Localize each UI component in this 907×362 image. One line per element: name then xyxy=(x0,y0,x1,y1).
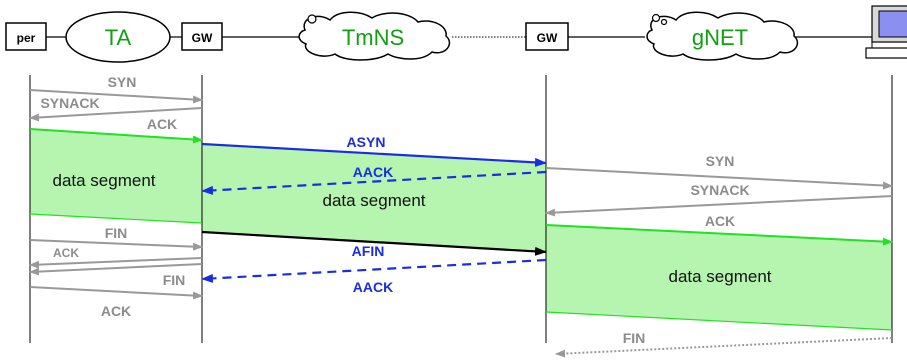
label-left-synack: SYNACK xyxy=(40,95,99,111)
gnet-cloud xyxy=(646,11,799,61)
arrow-mid-asyn xyxy=(201,142,547,167)
left-segment-bottom-edge xyxy=(29,213,203,224)
label-left-fin2: FIN xyxy=(163,272,186,288)
label-left-syn: SYN xyxy=(108,74,137,90)
arrow-mid-aack1 xyxy=(201,170,547,195)
label-mid-aack2: AACK xyxy=(353,279,393,295)
right-segment-label: data segment xyxy=(668,267,771,286)
tmns-label: TmNS xyxy=(342,25,404,50)
left-segment-label: data segment xyxy=(52,171,155,190)
arrow-left-fin2 xyxy=(29,286,203,300)
middle-handshake: ASYN AACK data segment AFIN AACK xyxy=(201,134,547,295)
arrow-mid-aack2 xyxy=(201,258,547,283)
arrow-right-synack xyxy=(545,195,893,217)
gw-right-box xyxy=(525,22,569,51)
gnet-label: gNET xyxy=(692,25,748,50)
arrow-right-syn xyxy=(545,167,893,190)
label-left-ack2: ACK xyxy=(53,246,79,260)
arrow-left-fin1 xyxy=(29,239,203,251)
label-mid-afin: AFIN xyxy=(352,243,385,259)
arrow-right-ack xyxy=(545,224,893,246)
data-segment-regions xyxy=(30,129,892,330)
arrow-left-syn xyxy=(29,89,203,104)
left-teardown: FIN ACK FIN ACK xyxy=(29,225,203,319)
computer-icon xyxy=(865,5,907,59)
middle-segment-label: data segment xyxy=(322,191,425,210)
left-segment-region xyxy=(30,129,202,223)
arrow-left-ack2 xyxy=(29,257,203,269)
arrow-mid-afin xyxy=(201,230,547,256)
right-handshake: SYN SYNACK ACK data segment FIN xyxy=(545,153,893,358)
arrow-left-synack xyxy=(29,107,203,122)
right-segment-bottom-edge xyxy=(545,311,893,331)
arrow-right-fin xyxy=(555,337,893,358)
middle-segment-region xyxy=(202,144,546,252)
topology-bar: per TA GW TmNS GW gNET xyxy=(5,5,907,63)
per-label: per xyxy=(17,31,36,45)
left-handshake: SYN SYNACK ACK data segment xyxy=(29,74,203,224)
tmns-cloud xyxy=(298,11,451,61)
gnet-cloud-bubble-1 xyxy=(651,13,661,23)
label-mid-aack1: AACK xyxy=(353,164,393,180)
gnet-cloud-bubble-2 xyxy=(660,18,668,26)
label-right-ack: ACK xyxy=(705,213,735,229)
label-left-fin1: FIN xyxy=(105,225,128,241)
ta-label: TA xyxy=(105,25,132,50)
gw-left-label: GW xyxy=(192,31,213,45)
label-right-synack: SYNACK xyxy=(690,182,749,198)
ta-ellipse xyxy=(65,11,171,63)
gw-right-label: GW xyxy=(537,31,558,45)
label-mid-asyn: ASYN xyxy=(347,134,386,150)
arrow-left-ack2b xyxy=(29,263,203,276)
tmns-cloud-bubble xyxy=(307,14,317,24)
right-segment-region xyxy=(546,225,892,330)
arrow-left-ack xyxy=(29,128,203,144)
label-left-ack: ACK xyxy=(147,116,177,132)
gw-left-box xyxy=(181,22,223,51)
per-box xyxy=(5,22,47,51)
label-left-ack3: ACK xyxy=(101,303,131,319)
label-right-syn: SYN xyxy=(706,153,735,169)
label-right-fin: FIN xyxy=(623,330,646,346)
